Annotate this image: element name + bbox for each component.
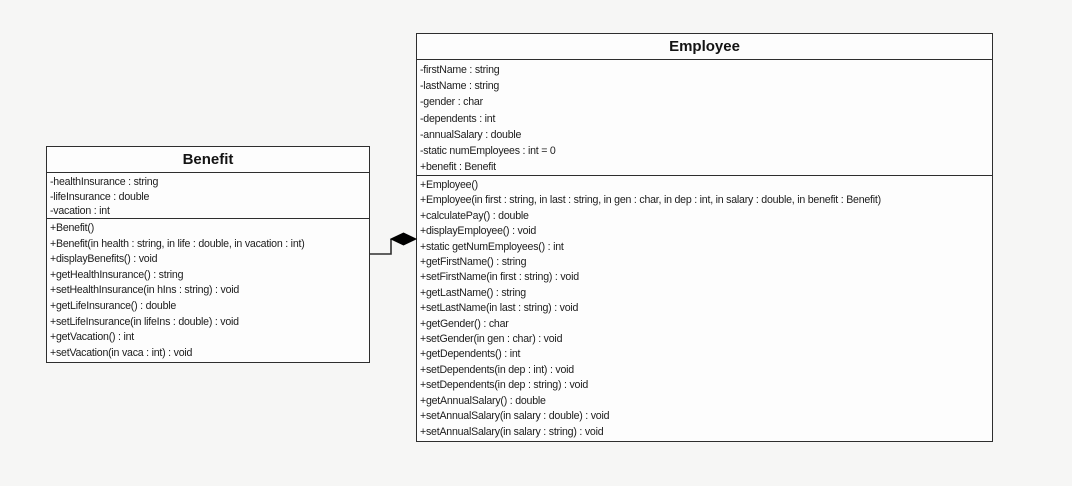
member-row: +setDependents(in dep : int) : void xyxy=(420,363,574,376)
member-row: +getLastName() : string xyxy=(420,286,526,299)
connector-line xyxy=(369,239,392,255)
member-row: +static getNumEmployees() : int xyxy=(420,240,564,253)
member-row: -annualSalary : double xyxy=(420,128,522,141)
member-row: +getLifeInsurance() : double xyxy=(50,299,177,312)
class-title-benefit: Benefit xyxy=(47,147,369,173)
member-row: -vacation : int xyxy=(50,205,110,217)
member-row: +displayBenefits() : void xyxy=(50,253,158,266)
member-row: +setDependents(in dep : string) : void xyxy=(420,379,589,392)
member-row: +displayEmployee() : void xyxy=(420,225,537,238)
member-row: +getGender() : char xyxy=(420,317,509,330)
benefit-attributes-compartment: -healthInsurance : string -lifeInsurance … xyxy=(47,173,369,219)
composition-connector xyxy=(369,232,418,255)
member-row: -lastName : string xyxy=(420,80,500,93)
member-row: +setGender(in gen : char) : void xyxy=(420,333,563,346)
member-row: +calculatePay() : double xyxy=(420,209,529,222)
member-row: -lifeInsurance : double xyxy=(50,190,150,203)
member-row: +Benefit() xyxy=(50,222,95,234)
member-row: -gender : char xyxy=(420,96,483,109)
member-row: +getDependents() : int xyxy=(420,348,521,361)
member-row: +setFirstName(in first : string) : void xyxy=(420,271,579,284)
member-row: +setAnnualSalary(in salary : double) : v… xyxy=(420,410,610,423)
uml-class-benefit: Benefit -healthInsurance : string -lifeIn… xyxy=(46,146,370,363)
member-row: -healthInsurance : string xyxy=(50,176,159,188)
member-row: +getFirstName() : string xyxy=(420,256,527,269)
member-row: +getHealthInsurance() : string xyxy=(50,268,184,281)
benefit-methods-compartment: +Benefit() +Benefit(in health : string, i… xyxy=(47,219,369,362)
member-row: +setVacation(in vaca : int) : void xyxy=(50,346,193,359)
member-row: +Employee(in first : string, in last : s… xyxy=(420,194,881,207)
uml-class-employee: Employee -firstName : string -lastName : … xyxy=(416,33,993,442)
class-title-employee: Employee xyxy=(417,34,992,60)
member-row: +getAnnualSalary() : double xyxy=(420,394,546,407)
composition-diamond-icon xyxy=(389,232,418,246)
member-row: +setAnnualSalary(in salary : string) : v… xyxy=(420,425,604,438)
member-row: -firstName : string xyxy=(420,64,500,76)
member-row: +setHealthInsurance(in hIns : string) : … xyxy=(50,284,240,297)
employee-attributes-compartment: -firstName : string -lastName : string -ge… xyxy=(417,60,992,176)
member-row: +benefit : Benefit xyxy=(420,161,496,174)
member-row: +Employee() xyxy=(420,179,478,191)
member-row: -static numEmployees : int = 0 xyxy=(420,145,556,158)
member-row: -dependents : int xyxy=(420,112,496,125)
member-row: +getVacation() : int xyxy=(50,331,135,344)
member-row: +setLastName(in last : string) : void xyxy=(420,302,579,315)
member-row: +Benefit(in health : string, in life : d… xyxy=(50,237,305,250)
member-row: +setLifeInsurance(in lifeIns : double) :… xyxy=(50,315,239,328)
employee-methods-compartment: +Employee() +Employee(in first : string, … xyxy=(417,176,992,441)
